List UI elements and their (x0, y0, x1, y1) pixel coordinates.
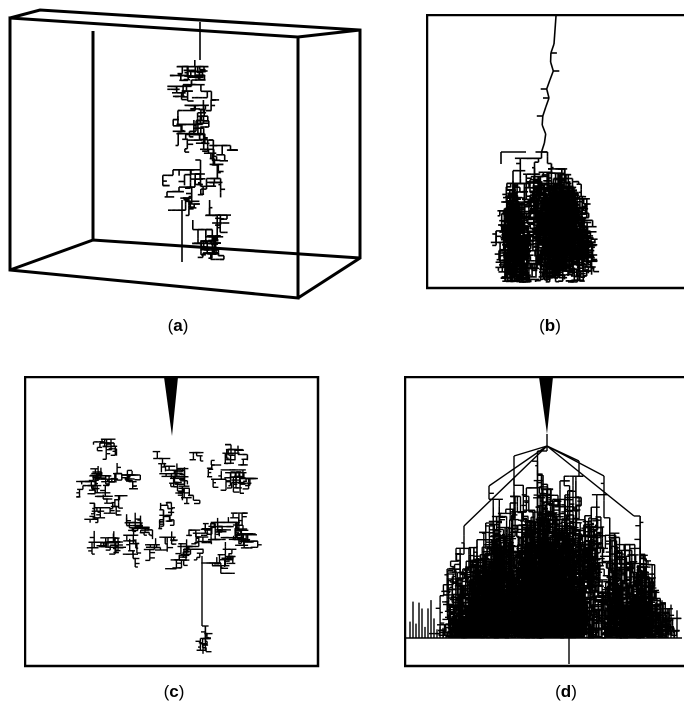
wireframe-box (10, 10, 360, 298)
dendrite-branch (550, 71, 553, 80)
box-bottom-back-edges (10, 240, 360, 270)
caption-a: (a) (138, 316, 218, 336)
dendrite-branch (551, 44, 554, 53)
dendrite-branch (554, 16, 556, 44)
dendrite-branch (547, 80, 550, 89)
dendrite-branch (543, 107, 546, 116)
box-edge (298, 30, 360, 37)
dendrite-tree-a (163, 22, 238, 262)
panel-a (0, 0, 380, 300)
dendrite-branch (547, 89, 549, 98)
dendrite-tree-b (491, 16, 599, 282)
panel-b-figure (426, 14, 684, 290)
box-front-face (10, 18, 298, 298)
dendrite-branch (544, 134, 545, 143)
dendrite-branch (542, 143, 545, 152)
dendrite-branch (546, 98, 549, 107)
dendrite-branch (542, 125, 546, 134)
panel-b (426, 14, 684, 290)
dendrite-branch (551, 62, 554, 71)
dendrite-branch (542, 116, 543, 125)
panel-a-figure (0, 0, 380, 300)
